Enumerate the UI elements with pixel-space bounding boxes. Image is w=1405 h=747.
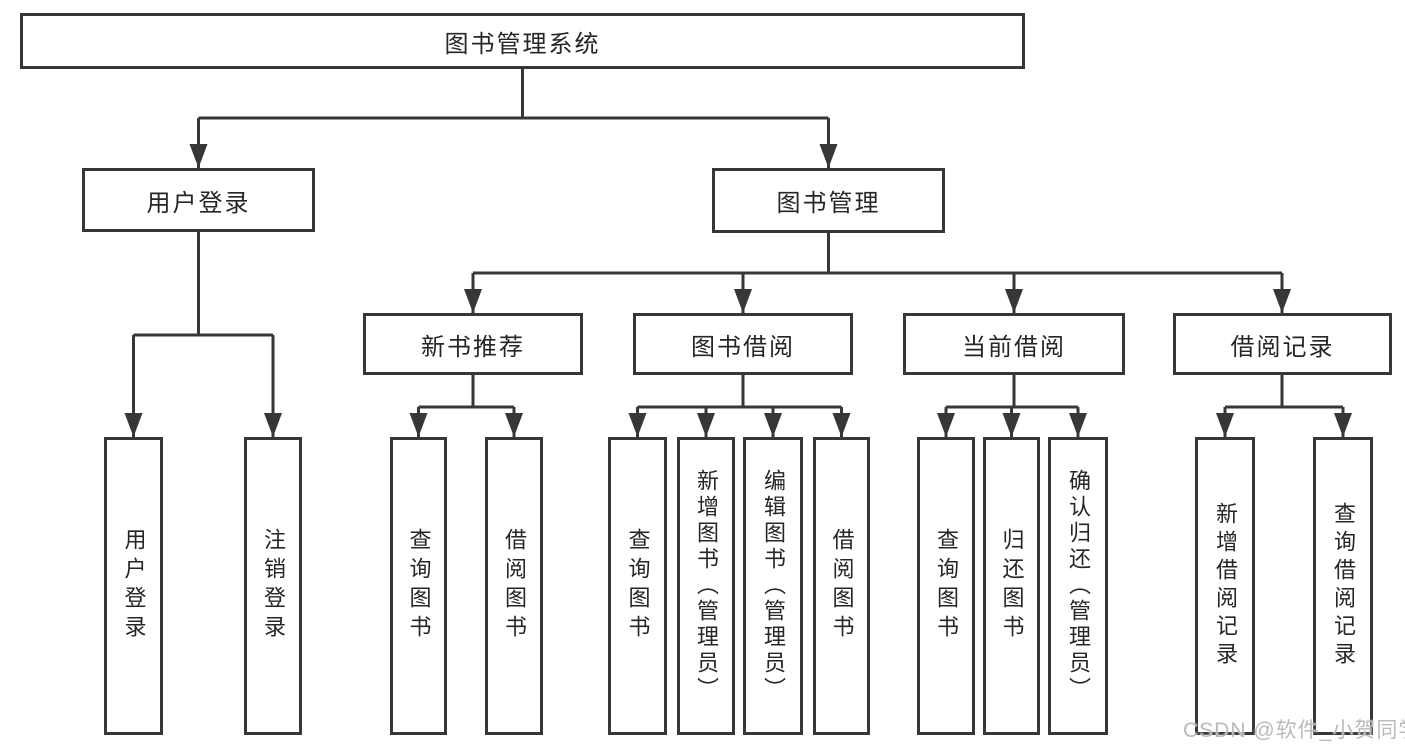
csdn-watermark: CSDN @软件_小贺同学 xyxy=(1183,719,1405,742)
leaf-borrow-book-1: 借阅图书 xyxy=(485,437,543,735)
leaf-query-book-3: 查询图书 xyxy=(917,437,975,735)
node-current-borrow: 当前借阅 xyxy=(903,313,1125,375)
leaf-add-book-admin: 新增图书（管理员） xyxy=(677,437,735,735)
node-new-book-recommend: 新书推荐 xyxy=(363,313,583,375)
leaf-query-book-2: 查询图书 xyxy=(608,437,667,735)
node-borrow-record: 借阅记录 xyxy=(1173,313,1392,375)
leaf-return-book: 归还图书 xyxy=(983,437,1040,735)
leaf-edit-book-admin: 编辑图书（管理员） xyxy=(743,437,803,735)
leaf-query-book-1: 查询图书 xyxy=(390,437,447,735)
node-root-system: 图书管理系统 xyxy=(20,13,1025,69)
node-user-login: 用户登录 xyxy=(82,168,315,232)
node-book-management: 图书管理 xyxy=(712,168,945,233)
node-book-borrow: 图书借阅 xyxy=(633,313,853,375)
leaf-borrow-book-2: 借阅图书 xyxy=(813,437,870,735)
connector-arrows xyxy=(124,118,1352,437)
leaf-user-login: 用户登录 xyxy=(104,437,163,735)
leaf-query-borrow-record: 查询借阅记录 xyxy=(1313,437,1373,735)
leaf-logout: 注销登录 xyxy=(244,437,302,735)
leaf-confirm-return-admin: 确认归还（管理员） xyxy=(1048,437,1108,735)
leaf-add-borrow-record: 新增借阅记录 xyxy=(1195,437,1255,735)
connector-trunks xyxy=(133,69,1343,409)
